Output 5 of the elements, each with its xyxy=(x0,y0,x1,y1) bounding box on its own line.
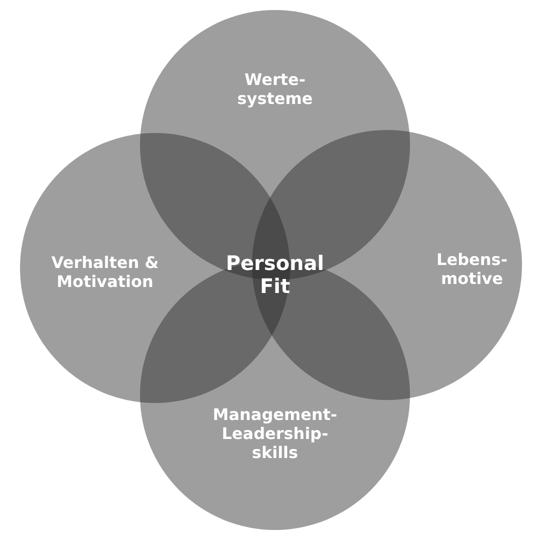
center-label: Personal Fit xyxy=(224,252,326,298)
circle-label: Verhalten & Motivation xyxy=(50,253,160,291)
circle-label: Management- Leadership- skills xyxy=(212,405,338,462)
circle-label: Lebens- motive xyxy=(436,250,508,288)
circle-label: Werte- systeme xyxy=(236,70,314,108)
